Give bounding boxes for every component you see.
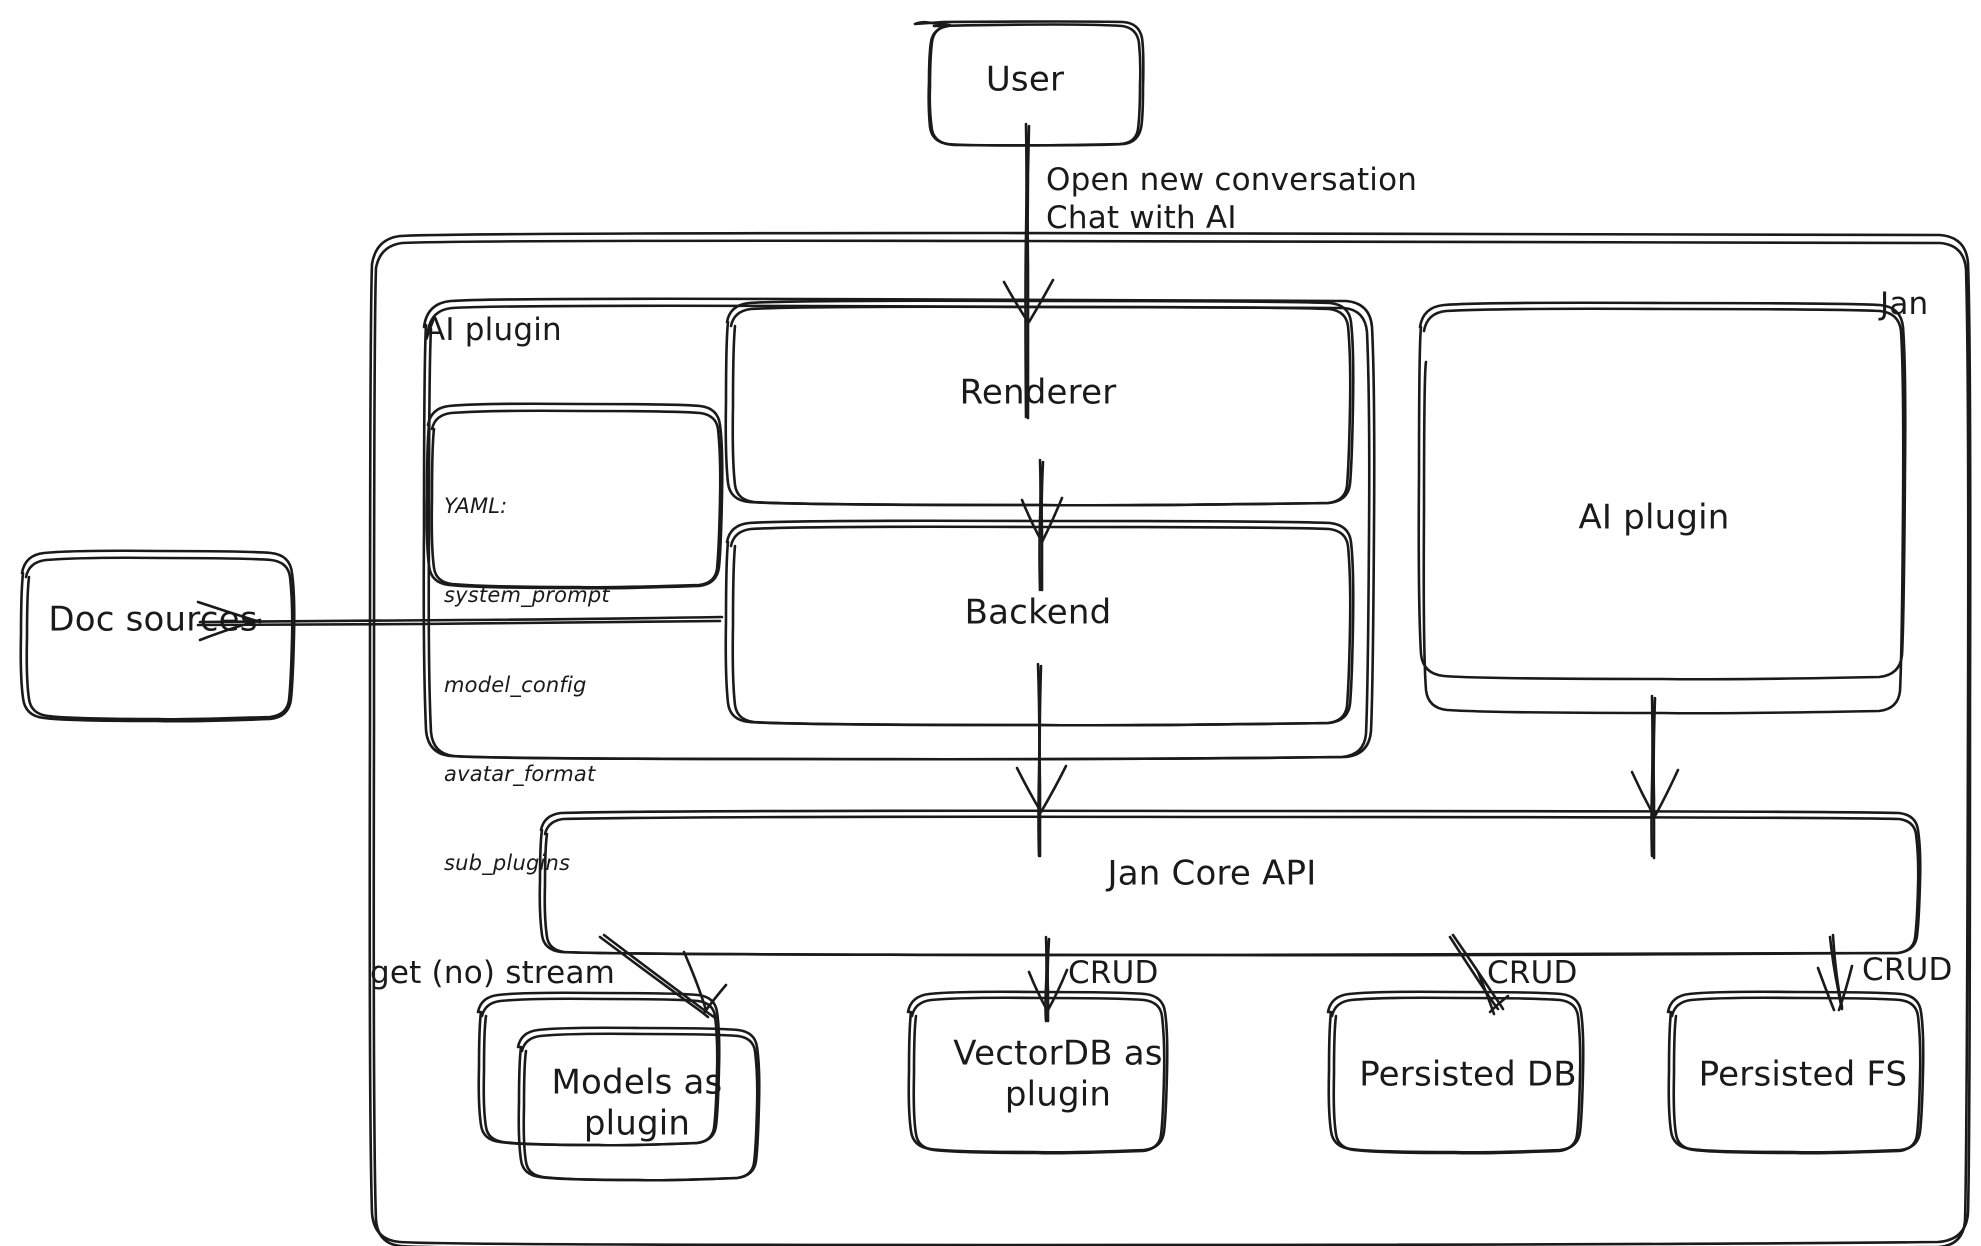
edge-backend-to-doc-sources — [196, 600, 724, 642]
persisted-db-label: Persisted DB — [1359, 1054, 1577, 1095]
yaml-card-shape — [425, 402, 724, 590]
user-label: User — [985, 59, 1065, 100]
user-box-shape — [913, 20, 1145, 147]
edge-label-crud-persisted-db: CRUD — [1487, 955, 1578, 991]
yaml-item-avatar-format: avatar_format — [444, 761, 596, 786]
edge-label-crud-persisted-fs: CRUD — [1862, 952, 1953, 988]
ai-plugin-box-shape — [1417, 301, 1907, 715]
yaml-item-sub-plugins: sub_plugins — [444, 851, 571, 876]
persisted-db-box-shape — [1326, 990, 1585, 1155]
persisted-fs-box-shape — [1666, 990, 1925, 1155]
vectordb-as-plugin-label: VectorDB as plugin — [953, 1033, 1163, 1115]
renderer-box-shape — [724, 299, 1355, 507]
edge-renderer-to-backend — [1020, 458, 1064, 592]
backend-box-shape — [724, 519, 1355, 727]
yaml-item-model-config: model_config — [444, 672, 587, 697]
edge-label-crud-vectordb: CRUD — [1068, 955, 1159, 991]
edge-core-to-vectordb — [1027, 935, 1069, 1023]
edge-label-get-no-stream: get (no) stream — [370, 955, 616, 991]
renderer-label: Renderer — [959, 372, 1117, 413]
yaml-card: YAML: system_prompt model_config avatar_… — [444, 432, 610, 939]
edge-backend-to-core — [1015, 662, 1068, 858]
edge-ai-plugin-to-core — [1630, 694, 1680, 860]
ai-plugin-label: AI plugin — [1578, 497, 1730, 538]
doc-sources-box-shape — [19, 549, 296, 723]
models-as-plugin-back-box-shape — [476, 991, 721, 1147]
yaml-item-system-prompt: system_prompt — [444, 583, 610, 608]
doc-sources-label: Doc sources — [48, 599, 258, 640]
persisted-fs-label: Persisted FS — [1698, 1054, 1908, 1095]
backend-label: Backend — [964, 592, 1112, 633]
models-as-plugin-front-box-shape — [516, 1026, 761, 1182]
jan-core-api-label: Jan Core API — [1107, 853, 1317, 894]
ai-plugin-group-label: AI plugin — [424, 312, 562, 348]
models-as-plugin-label: Models as plugin — [551, 1062, 723, 1144]
jan-container-shape — [368, 231, 1972, 1246]
jan-group-label: Jan — [1880, 286, 1929, 322]
vectordb-as-plugin-box-shape — [906, 990, 1169, 1155]
edge-label-user-to-renderer: Open new conversation Chat with AI — [1046, 162, 1418, 236]
yaml-header: YAML: — [444, 493, 508, 518]
jan-core-api-box-shape — [538, 809, 1922, 957]
